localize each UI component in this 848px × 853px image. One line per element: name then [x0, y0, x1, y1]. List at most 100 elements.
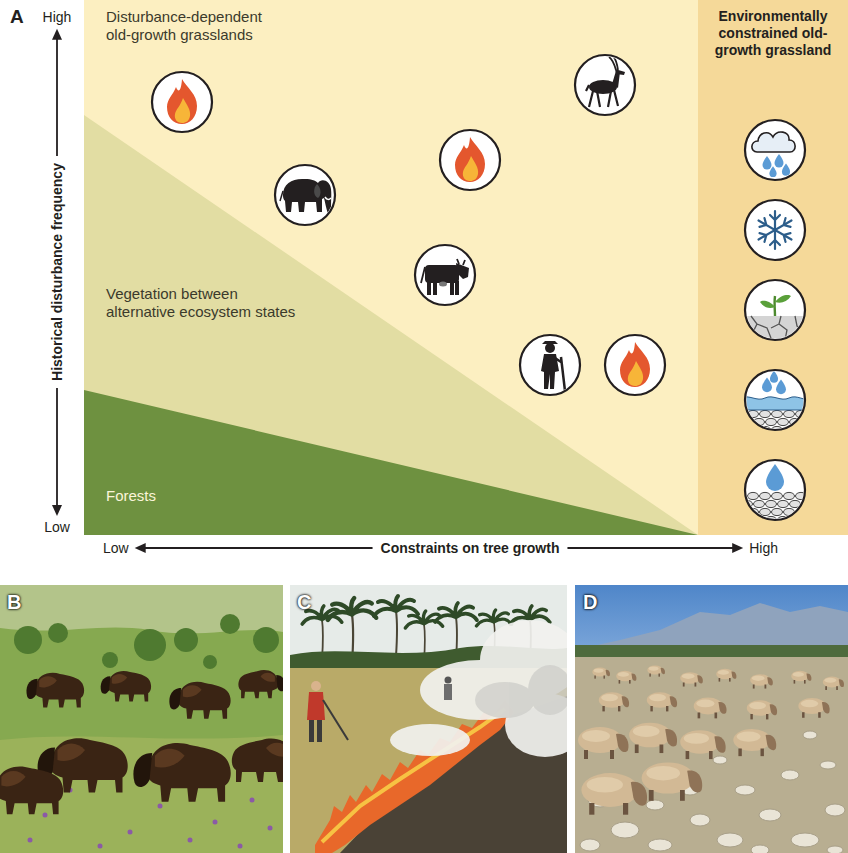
illustration-part: [778, 500, 789, 507]
illustration-part: [825, 804, 845, 816]
panel-letter: D: [583, 590, 597, 614]
region-fill: [84, 390, 698, 535]
illustration-part: [14, 614, 279, 669]
illustration-part: [575, 55, 635, 115]
illustration-part: [745, 120, 805, 180]
fire-icon: [440, 130, 500, 190]
panel-letter: C: [297, 590, 311, 614]
illustration-part: [575, 657, 848, 853]
illustration-part: [823, 677, 844, 690]
illustration-part: [444, 684, 452, 700]
label-slot: High: [778, 548, 807, 565]
illustration-part: [580, 839, 600, 851]
soil-icon: [736, 460, 813, 524]
illustration-part: [220, 614, 240, 634]
illustration-part: [592, 667, 610, 678]
illustration-part: [545, 343, 555, 353]
region-label: Disturbance-dependent old-growth grassla…: [106, 8, 281, 44]
constrained-grassland-band: Environmentally constrained old-growth g…: [698, 0, 848, 535]
axis-line: [56, 388, 58, 506]
illustration-part: [433, 281, 437, 295]
illustration-part: [759, 809, 781, 821]
axis-end-label: Low: [103, 540, 129, 557]
region-shape: [84, 390, 698, 535]
illustration-part: [439, 282, 447, 287]
cow-icon: [415, 245, 475, 305]
illustration-part: [280, 179, 332, 214]
illustration-part: [766, 464, 784, 491]
illustration-part: [309, 720, 314, 742]
rain-icon: [745, 120, 805, 180]
illustration-part: [796, 426, 807, 433]
illustration-part: [48, 623, 68, 643]
label-slot: C: [297, 590, 311, 614]
panel-letter: A: [10, 6, 24, 29]
illustration-part: [752, 132, 795, 152]
illustration-part: [275, 165, 335, 225]
illustration-part: [791, 833, 819, 847]
illustration-part: [716, 669, 736, 682]
illustration-part: [748, 492, 759, 499]
illustration-part: [736, 410, 747, 417]
illustration-part: [736, 426, 747, 433]
illustration-part: [427, 281, 431, 295]
fire-icon: [152, 72, 212, 132]
illustration-part: [750, 674, 773, 688]
illustration-part: [648, 839, 672, 851]
illustration-part: [283, 179, 332, 214]
illustration-part: [760, 301, 775, 308]
illustration-part: [752, 132, 795, 177]
illustration-part: [599, 692, 629, 711]
illustration-part: [772, 492, 783, 499]
man-icon: [520, 335, 580, 395]
illustration-part: [802, 516, 813, 523]
illustration-part: [520, 335, 580, 395]
illustration-part: [575, 585, 848, 853]
illustration-part: [784, 410, 795, 417]
axis-end-label: High: [43, 9, 72, 26]
illustration-part: [152, 72, 212, 132]
flood-icon: [736, 370, 813, 434]
illustration-part: [766, 418, 777, 425]
illustration-part: [754, 500, 765, 507]
illustration-part: [275, 165, 335, 225]
illustration-part: [520, 335, 580, 395]
illustration-part: [101, 671, 151, 701]
illustration-part: [440, 130, 500, 190]
illustration-part: [736, 371, 813, 434]
axis-line: [145, 547, 373, 549]
illustration-part: [175, 98, 190, 123]
illustration-part: [629, 723, 677, 753]
illustration-part: [790, 516, 801, 523]
arrowhead: [135, 543, 146, 553]
illustration-part: [745, 370, 805, 430]
illustration-part: [280, 191, 283, 201]
illustration-part: [314, 184, 320, 198]
panel-letter: B: [7, 590, 21, 614]
illustration-part: [475, 665, 567, 718]
illustration-part: [646, 800, 664, 810]
illustration-part: [736, 508, 747, 515]
region-fill: [698, 0, 848, 535]
illustration-part: [776, 379, 786, 394]
illustration-part: [760, 508, 771, 515]
illustration-part: [325, 197, 331, 199]
illustration-part: [713, 756, 727, 764]
illustration-part: [542, 341, 558, 344]
illustration-part: [374, 596, 418, 656]
illustration-part: [680, 672, 703, 686]
region-label: Environmentally constrained old-growth g…: [704, 8, 842, 58]
illustration-part: [238, 844, 243, 849]
region-label: Forests: [106, 487, 226, 505]
illustration-part: [323, 700, 348, 740]
illustration-part: [307, 692, 325, 720]
forest-region: Forests: [84, 390, 698, 535]
arrowhead: [732, 543, 743, 553]
illustration-part: [763, 156, 772, 170]
illustration-part: [647, 692, 677, 711]
illustration-part: [213, 820, 218, 825]
illustration-part: [781, 770, 799, 780]
illustration-part: [694, 698, 727, 719]
illustration-part: [784, 492, 795, 499]
